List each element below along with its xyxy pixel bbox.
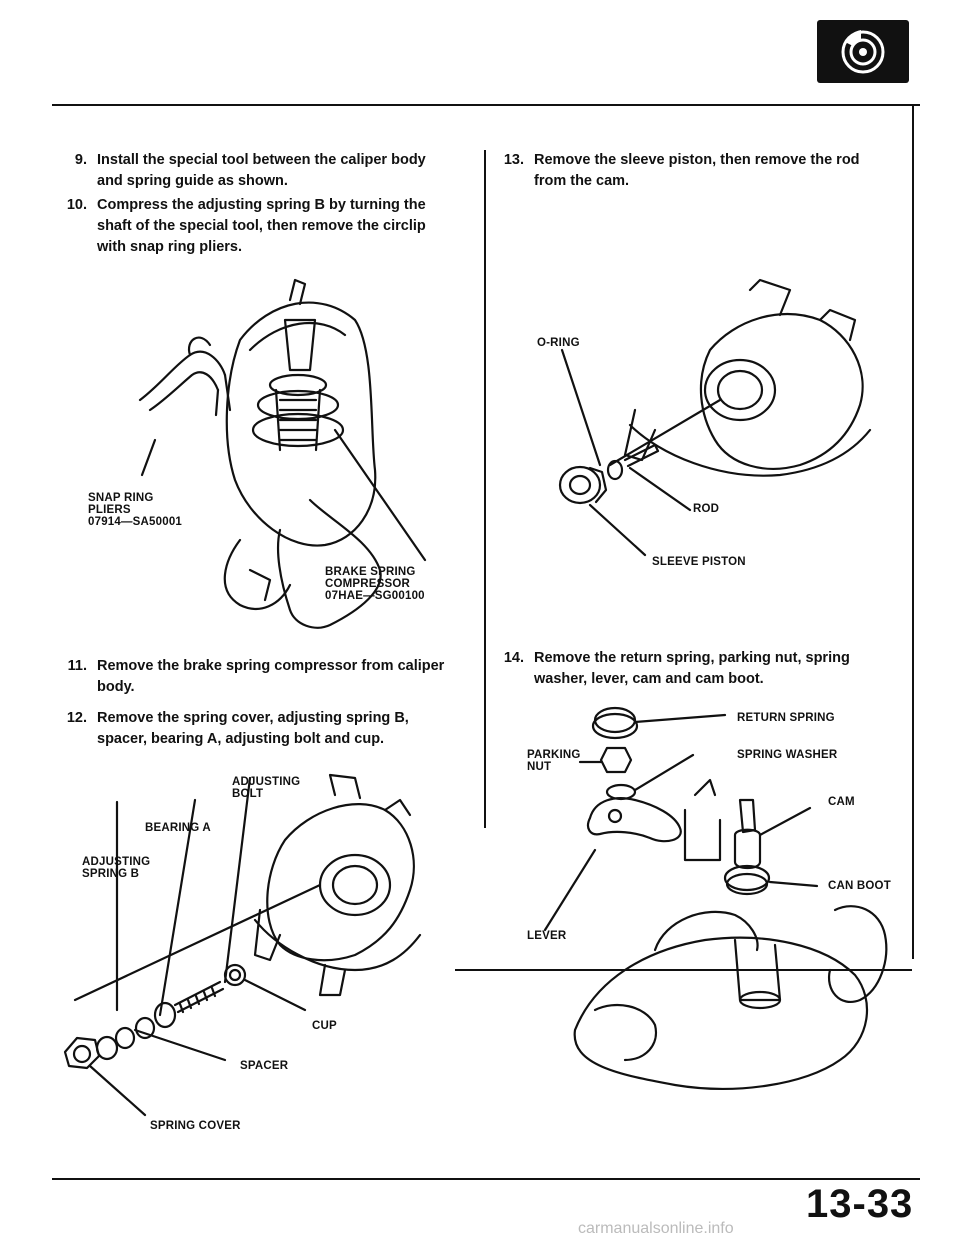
step-text-line: Compress the adjusting spring B by turni… (97, 197, 426, 213)
spacer-label: SPACER (240, 1060, 289, 1072)
step-11: 11. Remove the brake spring compressor f… (55, 656, 475, 700)
rod-label: ROD (693, 503, 720, 515)
snap-ring-pliers-label: SNAP RING PLIERS 07914—SA50001 (88, 492, 182, 528)
label-line: BRAKE SPRING (325, 566, 416, 578)
step-12: 12. Remove the spring cover, adjusting s… (55, 708, 475, 752)
step-text-line: Remove the sleeve piston, then remove th… (534, 152, 860, 168)
step-text-line: Remove the spring cover, adjusting sprin… (97, 710, 409, 726)
step-number: 9. (74, 152, 87, 168)
label-line: ADJUSTING (232, 776, 301, 788)
lever-label: LEVER (527, 930, 567, 942)
page-number: 13-33 (806, 1182, 914, 1226)
label-line: PARKING (527, 749, 581, 761)
footer-watermark: carmanualsonline.info (578, 1220, 734, 1237)
column-divider (484, 150, 486, 828)
bottom-rule (455, 969, 912, 971)
step-text-line: shaft of the special tool, then remove t… (97, 218, 426, 234)
label-line: BOLT (232, 788, 264, 800)
footer-rule (52, 1178, 920, 1180)
step-text-line: Remove the brake spring compressor from … (97, 658, 445, 674)
label-line: COMPRESSOR (325, 578, 411, 590)
return-spring-label: RETURN SPRING (737, 712, 835, 724)
adjusting-spring-b-label: ADJUSTING SPRING B (82, 856, 150, 880)
frame-right (912, 104, 914, 959)
step-number: 11. (67, 658, 87, 674)
step-text-line: spacer, bearing A, adjusting bolt and cu… (97, 731, 385, 747)
adjusting-bolt-label: ADJUSTING BOLT (232, 776, 300, 800)
step-9: 9. Install the special tool between the … (55, 150, 475, 194)
step-10: 10. Compress the adjusting spring B by t… (55, 195, 475, 261)
step-number: 14. (503, 650, 524, 666)
label-line: NUT (527, 761, 552, 773)
header-rule (52, 104, 920, 106)
step-text-line: and spring guide as shown. (97, 173, 288, 189)
label-line: ADJUSTING (82, 856, 151, 868)
brake-disc-icon (817, 20, 909, 83)
label-line: SNAP RING (88, 492, 154, 504)
sleeve-piston-label: SLEEVE PISTON (652, 556, 746, 568)
parking-nut-label: PARKING NUT (527, 749, 581, 773)
label-line: PLIERS (88, 504, 131, 516)
cup-label: CUP (312, 1020, 337, 1032)
label-line: 07914—SA50001 (88, 516, 183, 528)
step-text-line: Install the special tool between the cal… (97, 152, 426, 168)
step-number: 12. (66, 710, 87, 726)
cam-assembly-illustration (535, 700, 905, 1140)
spring-cover-label: SPRING COVER (150, 1120, 241, 1132)
step-text-line: body. (97, 679, 135, 695)
o-ring-label: O-RING (537, 337, 580, 349)
step-text-line: washer, lever, cam and cam boot. (534, 671, 764, 687)
step-number: 13. (503, 152, 524, 168)
step-text-line: from the cam. (534, 173, 630, 189)
caliper-compressor-illustration (130, 280, 450, 640)
step-14: 14. Remove the return spring, parking nu… (492, 648, 912, 692)
label-line: SPRING B (82, 868, 140, 880)
label-line: 07HAE—SG00100 (325, 590, 425, 602)
step-13: 13. Remove the sleeve piston, then remov… (492, 150, 912, 194)
step-text-line: Remove the return spring, parking nut, s… (534, 650, 850, 666)
spring-washer-label: SPRING WASHER (737, 749, 838, 761)
step-text-line: with snap ring pliers. (97, 239, 243, 255)
cam-boot-label: CAN BOOT (828, 880, 891, 892)
brake-spring-compressor-label: BRAKE SPRING COMPRESSOR 07HAE—SG00100 (325, 566, 425, 602)
caliper-exploded-illustration (55, 770, 480, 1150)
step-number: 10. (66, 197, 87, 213)
sleeve-piston-illustration (530, 280, 910, 580)
cam-label: CAM (828, 796, 855, 808)
bearing-a-label: BEARING A (145, 822, 211, 834)
